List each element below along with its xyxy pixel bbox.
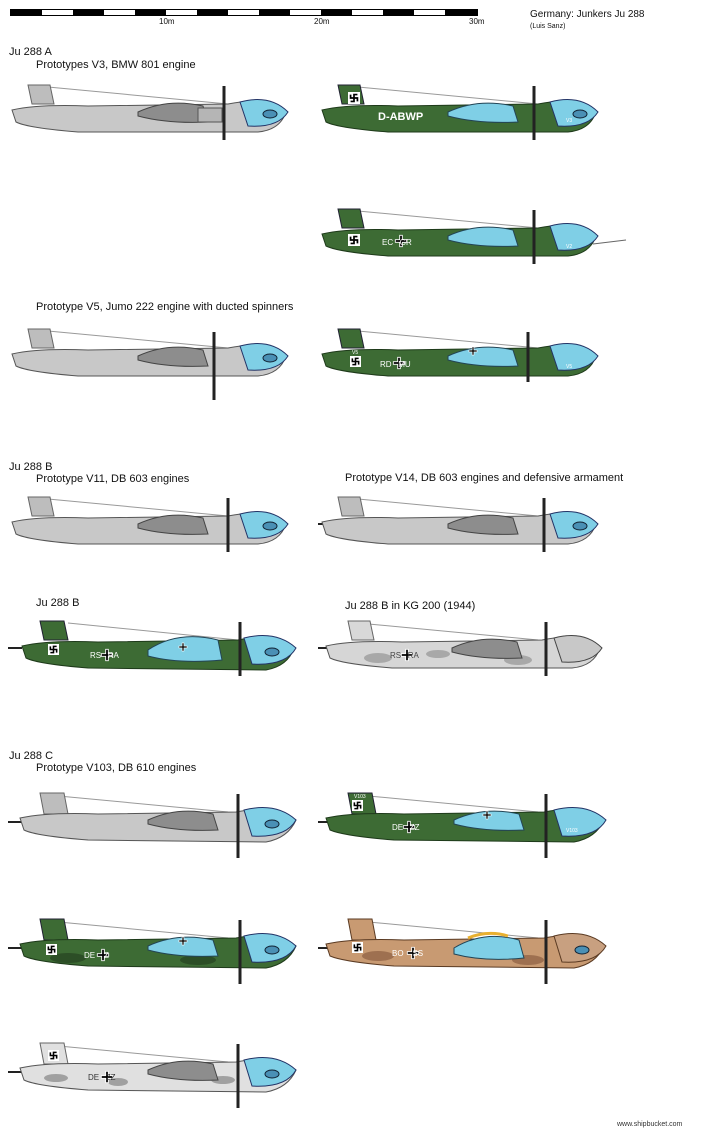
scale-label-10m: 10m [159,17,175,26]
caption-v11: Prototype V11, DB 603 engines [36,473,190,485]
ju288c-green-side-view: DE Z [8,918,297,984]
marking-b-green: RS RA [90,651,120,660]
scale-segment [135,10,166,15]
ju288c-white-camo-side-view: DE ZZ [8,1042,297,1108]
ju288-v5-green-side-view: RD MU V5 V5 [321,328,599,382]
scale-segment [11,10,42,15]
page-title: Germany: Junkers Ju 288 [530,9,645,20]
watermark: www.shipbucket.com [617,1121,683,1128]
ju288c-v103-green-side-view: DE ZZ V103 V103 [318,792,607,858]
marking-v5: RD MU [380,360,411,369]
scale-segment [197,10,228,15]
scale-segment [445,10,477,15]
ju288c-tan-side-view: BO SS [318,918,607,984]
section-title-ju288c: Ju 288 C [9,750,54,762]
scale-segment [383,10,414,15]
scale-segment [321,10,352,15]
ju288-v3-grey-side-view [11,84,289,140]
caption-v3: Prototypes V3, BMW 801 engine [36,59,196,71]
section-title-ju288a: Ju 288 A [9,46,52,58]
ju288b-green-side-view: RS RA [8,620,297,676]
ju288-v3-green-side-view: D-ABWP V3 [321,84,599,140]
marking-b-kg200: RS RA [390,651,420,660]
ju288c-v103-grey-side-view [8,792,297,858]
ju288-v14-grey-side-view [318,496,599,552]
marking-v3-nose: V3 [566,118,572,124]
scale-bar [10,9,478,16]
marking-v4-nose: V2 [566,244,572,250]
caption-v5: Prototype V5, Jumo 222 engine with ducte… [36,301,294,313]
ju288b-kg200-side-view: RS RA [318,620,603,676]
marking-c-green: DE Z [84,951,109,960]
author-credit: (Luis Sanz) [530,23,566,30]
scale-segment [259,10,290,15]
scale-label-20m: 20m [314,17,330,26]
ju288-v5-grey-side-view [11,328,289,400]
section-title-ju288b: Ju 288 B [9,461,53,473]
caption-ju288b: Ju 288 B [36,597,80,609]
scale-label-30m: 30m [469,17,485,26]
marking-v103-nose: V103 [566,828,578,834]
scale-segment [73,10,104,15]
marking-c-tan: BO SS [392,949,423,958]
caption-v103: Prototype V103, DB 610 engines [36,762,197,774]
marking-v4: EC GR [382,238,412,247]
marking-v5-tail: V5 [352,350,358,356]
ju288-v4-green-side-view: EC GR V2 [321,208,627,264]
marking-c-white: DE ZZ [88,1073,116,1082]
marking-v103-tail: V103 [354,794,366,800]
caption-v14: Prototype V14, DB 603 engines and defens… [345,472,624,484]
marking-v5-nose: V5 [566,364,572,370]
marking-v3: D-ABWP [378,111,423,123]
marking-v103: DE ZZ [392,823,420,832]
caption-kg200: Ju 288 B in KG 200 (1944) [345,600,476,612]
ju288-v11-grey-side-view [11,496,289,552]
